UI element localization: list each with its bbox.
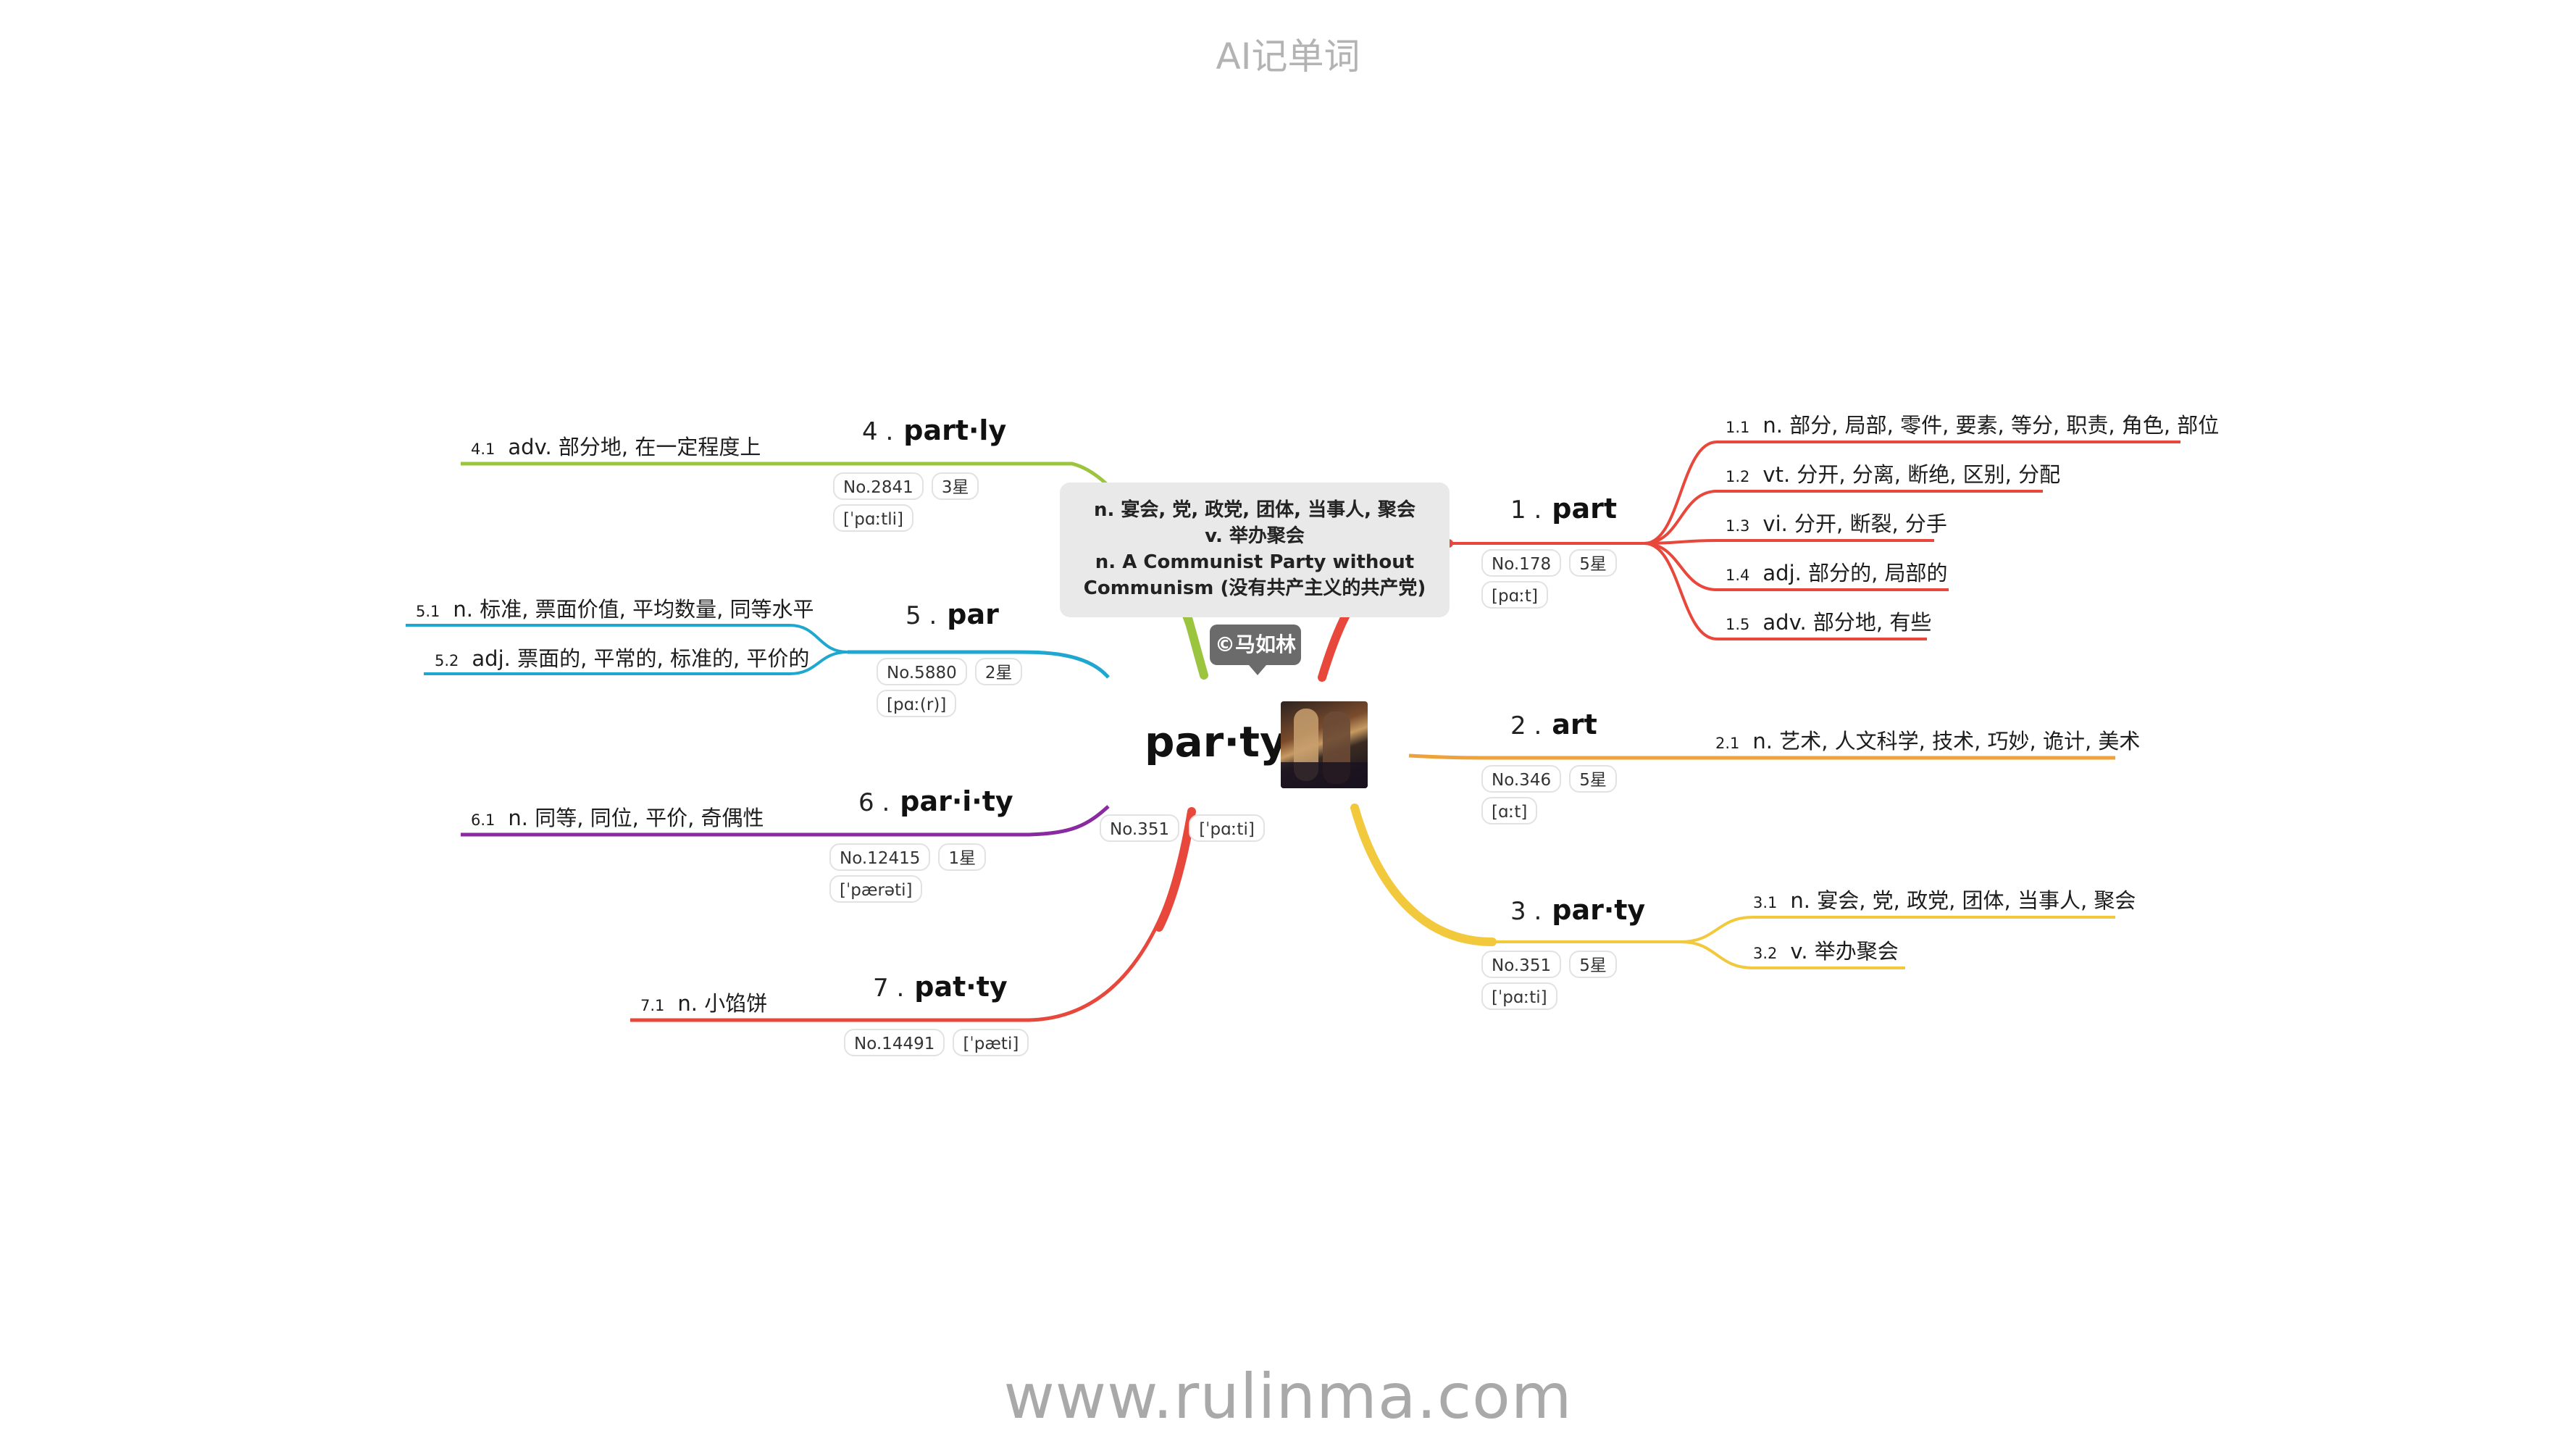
connector-party — [1350, 803, 1497, 946]
center-meaning-line: v. 举办聚会 — [1205, 525, 1305, 547]
rank-badge: No.351 — [1481, 951, 1562, 978]
center-badges: No.351 [ˈpɑːti] — [1100, 814, 1265, 842]
branch-word: part — [1552, 493, 1617, 525]
center-photo — [1281, 701, 1368, 788]
connector-art — [1408, 753, 2115, 760]
page-title: AI记单词 — [1216, 36, 1360, 78]
connector-par — [848, 650, 1110, 679]
branch-parity-phonetic: [ˈpærəti] — [829, 875, 923, 903]
phonetic-badge: [pɑː(r)] — [877, 690, 957, 717]
stars-badge: 3星 — [931, 472, 979, 500]
stars-badge: 5星 — [1569, 951, 1617, 978]
phonetic-badge: [ˈpɑːtli] — [833, 504, 914, 532]
branch-word: part·ly — [903, 414, 1007, 446]
phonetic-badge: [ˈpærəti] — [829, 875, 923, 903]
stars-badge: 5星 — [1569, 549, 1617, 577]
center-rank-badge: No.351 — [1100, 814, 1180, 842]
branch-par-title: 5 . par — [906, 598, 999, 630]
branch-part-badges: No.178 5星 — [1481, 549, 1617, 577]
center-meaning-line: Communism (没有共产主义的共产党) — [1083, 577, 1426, 599]
branch-art-title: 2 . art — [1510, 709, 1597, 740]
stars-badge: 5星 — [1569, 765, 1617, 793]
branch-index: 7 . — [873, 974, 905, 1003]
stars-badge: 2星 — [974, 658, 1023, 685]
branch-index: 2 . — [1510, 711, 1542, 740]
phonetic-badge: [ɑːt] — [1481, 797, 1538, 824]
branch-index: 1 . — [1510, 496, 1542, 525]
branch-art-phonetic: [ɑːt] — [1481, 797, 1538, 824]
branch-parity-title: 6 . par·i·ty — [858, 785, 1013, 817]
rank-badge: No.14491 — [844, 1029, 945, 1056]
branch-word: pat·ty — [914, 971, 1008, 1003]
branch-word: par·ty — [1552, 894, 1646, 926]
rank-badge: No.12415 — [829, 843, 931, 871]
branch-index: 5 . — [906, 601, 937, 630]
branch-index: 3 . — [1510, 897, 1542, 926]
copyright-badge: ©马如林 — [1210, 625, 1301, 675]
branch-par-phonetic: [pɑː(r)] — [877, 690, 957, 717]
branch-index: 6 . — [858, 788, 890, 817]
connector-parity — [461, 805, 1110, 837]
rank-badge: No.2841 — [833, 472, 924, 500]
branch-partly-badges: No.2841 3星 — [833, 472, 979, 500]
branch-index: 4 . — [862, 417, 894, 446]
phonetic-badge: [pɑːt] — [1481, 581, 1548, 609]
center-word: par·ty — [1145, 717, 1287, 767]
branch-party-badges: No.351 5星 — [1481, 951, 1617, 978]
rank-badge: No.346 — [1481, 765, 1562, 793]
phonetic-badge: [ˈpɑːti] — [1481, 982, 1557, 1010]
branch-part-phonetic: [pɑːt] — [1481, 581, 1548, 609]
center-meanings-box: n. 宴会, 党, 政党, 团体, 当事人, 聚会 v. 举办聚会 n. A C… — [1060, 483, 1450, 617]
branch-word: par — [947, 598, 999, 630]
center-meaning-line: n. 宴会, 党, 政党, 团体, 当事人, 聚会 — [1093, 499, 1416, 521]
branch-party-title: 3 . par·ty — [1510, 894, 1645, 926]
branch-word: par·i·ty — [900, 785, 1013, 817]
rank-badge: No.5880 — [877, 658, 967, 685]
footer-url: www.rulinma.com — [1003, 1361, 1573, 1433]
phonetic-badge: [ˈpæti] — [953, 1029, 1029, 1056]
branch-parity-badges: No.12415 1星 — [829, 843, 987, 871]
center-phonetic-badge: [ˈpɑːti] — [1189, 814, 1265, 842]
branch-patty-title: 7 . pat·ty — [873, 971, 1008, 1003]
branch-word: art — [1552, 709, 1597, 740]
center-meaning-line: n. A Communist Party without — [1095, 551, 1415, 573]
branch-partly-title: 4 . part·ly — [862, 414, 1006, 446]
rank-badge: No.178 — [1481, 549, 1562, 577]
stars-badge: 1星 — [938, 843, 987, 871]
branch-art-badges: No.346 5星 — [1481, 765, 1617, 793]
branch-part-title: 1 . part — [1510, 493, 1617, 525]
branch-patty-badges: No.14491 [ˈpæti] — [844, 1029, 1029, 1056]
branch-partly-phonetic: [ˈpɑːtli] — [833, 504, 914, 532]
branch-party-phonetic: [ˈpɑːti] — [1481, 982, 1557, 1010]
branch-par-badges: No.5880 2星 — [877, 658, 1023, 685]
